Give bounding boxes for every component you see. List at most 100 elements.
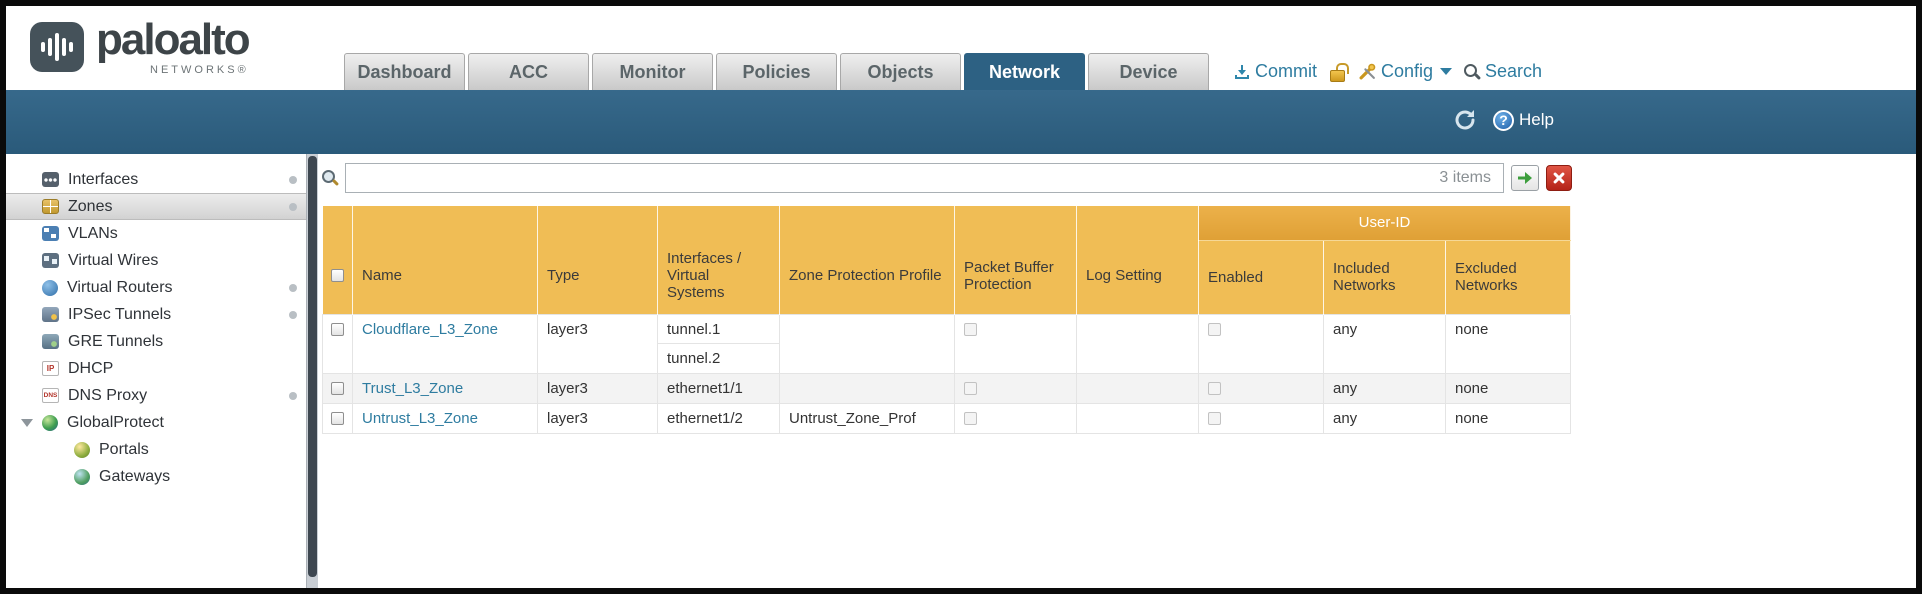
expander-icon[interactable]: [21, 419, 33, 427]
col-header-enabled[interactable]: Enabled: [1198, 240, 1324, 314]
sidebar-item-dns-proxy[interactable]: DNS DNS Proxy: [6, 382, 306, 409]
tab-network[interactable]: Network: [964, 53, 1085, 90]
sidebar-item-label: DHCP: [68, 359, 114, 377]
col-header-excluded-networks[interactable]: Excluded Networks: [1445, 240, 1572, 314]
interface-value: tunnel.2: [667, 349, 721, 367]
cell-select: [322, 313, 353, 374]
row-checkbox[interactable]: [331, 411, 344, 425]
zone-name-link[interactable]: Trust_L3_Zone: [362, 379, 464, 397]
sidebar-item-portals[interactable]: Portals: [6, 436, 306, 463]
help-icon: [1493, 109, 1515, 131]
filter-input[interactable]: [346, 164, 1440, 192]
sidebar-item-gre-tunnels[interactable]: GRE Tunnels: [6, 328, 306, 355]
paloalto-logo: paloalto NETWORKS®: [30, 15, 251, 76]
config-tools-icon: [1359, 63, 1376, 80]
help-label: Help: [1519, 110, 1554, 129]
unlock-icon[interactable]: [1329, 62, 1349, 82]
refresh-icon[interactable]: [1453, 108, 1477, 132]
sidebar-scrollbar[interactable]: [306, 154, 318, 588]
clear-filter-button[interactable]: [1546, 165, 1572, 191]
gateways-icon: [74, 468, 90, 485]
chevron-down-icon: [1440, 68, 1453, 75]
sidebar-item-zones[interactable]: Zones: [6, 193, 306, 220]
table-row-cloudflare: Cloudflare_L3_Zone layer3 tunnel.1 tunne…: [322, 313, 1572, 374]
filter-input-wrap: 3 items: [345, 163, 1504, 193]
sidebar-item-label: Virtual Wires: [68, 251, 159, 269]
sidebar-item-label: VLANs: [68, 224, 118, 242]
sidebar-item-virtual-routers[interactable]: Virtual Routers: [6, 274, 306, 301]
change-indicator-dot: [289, 391, 297, 400]
cell-name: Untrust_L3_Zone: [352, 402, 538, 434]
cell-type: layer3: [537, 402, 658, 434]
tab-monitor[interactable]: Monitor: [592, 53, 713, 90]
cell-included-networks: any: [1323, 402, 1446, 434]
ipsec-tunnels-icon: [42, 307, 59, 322]
col-header-zone-protection[interactable]: Zone Protection Profile: [779, 206, 955, 314]
user-id-group-header: User-ID: [1198, 206, 1572, 241]
change-indicator-dot: [289, 202, 297, 211]
packet-buffer-checkbox[interactable]: [964, 381, 977, 395]
sidebar-item-label: GRE Tunnels: [68, 332, 164, 350]
top-actions: Commit Config Search: [1234, 61, 1542, 82]
sidebar-item-dhcp[interactable]: IP DHCP: [6, 355, 306, 382]
green-arrow-icon: [1518, 172, 1532, 184]
col-header-packet-buffer[interactable]: Packet Buffer Protection: [954, 206, 1077, 314]
logo-text: paloalto: [96, 15, 251, 64]
select-all-header[interactable]: [322, 206, 353, 314]
cell-excluded-networks: none: [1444, 402, 1572, 434]
table-row-trust: Trust_L3_Zone layer3 ethernet1/1 any: [322, 372, 1572, 404]
cell-interfaces: ethernet1/1: [657, 372, 780, 404]
config-menu-button[interactable]: Config: [1359, 61, 1453, 82]
packet-buffer-checkbox[interactable]: [964, 322, 977, 336]
col-header-type[interactable]: Type: [537, 206, 658, 314]
userid-enabled-checkbox[interactable]: [1208, 381, 1221, 395]
cell-zone-protection: [779, 372, 955, 404]
cell-log-setting: [1076, 313, 1199, 374]
cell-select: [322, 372, 353, 404]
commit-button[interactable]: Commit: [1234, 61, 1317, 82]
help-button[interactable]: Help: [1493, 109, 1554, 131]
sidebar-nav: Interfaces Zones VLANs Virtual Wires Vir…: [6, 154, 306, 588]
col-header-name[interactable]: Name: [352, 206, 538, 314]
sidebar-item-ipsec-tunnels[interactable]: IPSec Tunnels: [6, 301, 306, 328]
cell-interfaces: ethernet1/2: [657, 402, 780, 434]
interface-value: ethernet1/1: [667, 379, 743, 397]
tab-acc[interactable]: ACC: [468, 53, 589, 90]
cell-excluded-networks: none: [1444, 372, 1572, 404]
cell-zone-protection: [779, 313, 955, 374]
cell-log-setting: [1076, 372, 1199, 404]
tab-device[interactable]: Device: [1088, 53, 1209, 90]
sidebar-item-vlans[interactable]: VLANs: [6, 220, 306, 247]
userid-enabled-checkbox[interactable]: [1208, 411, 1221, 425]
select-all-checkbox[interactable]: [330, 269, 344, 283]
global-search-button[interactable]: Search: [1464, 61, 1542, 82]
col-header-interfaces[interactable]: Interfaces / Virtual Systems: [657, 206, 780, 314]
cell-packet-buffer: [954, 372, 1077, 404]
apply-filter-button[interactable]: [1511, 165, 1539, 191]
tab-policies[interactable]: Policies: [716, 53, 837, 90]
table-row-untrust: Untrust_L3_Zone layer3 ethernet1/2 Untru…: [322, 402, 1572, 434]
row-checkbox[interactable]: [331, 381, 344, 395]
row-checkbox[interactable]: [331, 322, 344, 336]
cell-name: Trust_L3_Zone: [352, 372, 538, 404]
scrollbar-thumb[interactable]: [308, 156, 317, 577]
sidebar-item-virtual-wires[interactable]: Virtual Wires: [6, 247, 306, 274]
sidebar-item-interfaces[interactable]: Interfaces: [6, 166, 306, 193]
cell-type: layer3: [537, 313, 658, 374]
interface-value: ethernet1/2: [667, 409, 743, 427]
userid-enabled-checkbox[interactable]: [1208, 322, 1221, 336]
zone-name-link[interactable]: Untrust_L3_Zone: [362, 409, 478, 427]
sidebar-item-globalprotect[interactable]: GlobalProtect: [6, 409, 306, 436]
packet-buffer-checkbox[interactable]: [964, 411, 977, 425]
cell-zone-protection: Untrust_Zone_Prof: [779, 402, 955, 434]
tab-objects[interactable]: Objects: [840, 53, 961, 90]
change-indicator-dot: [289, 175, 297, 184]
zone-name-link[interactable]: Cloudflare_L3_Zone: [362, 320, 498, 338]
tab-dashboard[interactable]: Dashboard: [344, 53, 465, 90]
col-header-log-setting[interactable]: Log Setting: [1076, 206, 1199, 314]
col-header-included-networks[interactable]: Included Networks: [1323, 240, 1446, 314]
sidebar-item-gateways[interactable]: Gateways: [6, 463, 306, 490]
gre-tunnels-icon: [42, 334, 59, 349]
sidebar-item-label: Virtual Routers: [67, 278, 173, 296]
portals-icon: [74, 441, 90, 458]
